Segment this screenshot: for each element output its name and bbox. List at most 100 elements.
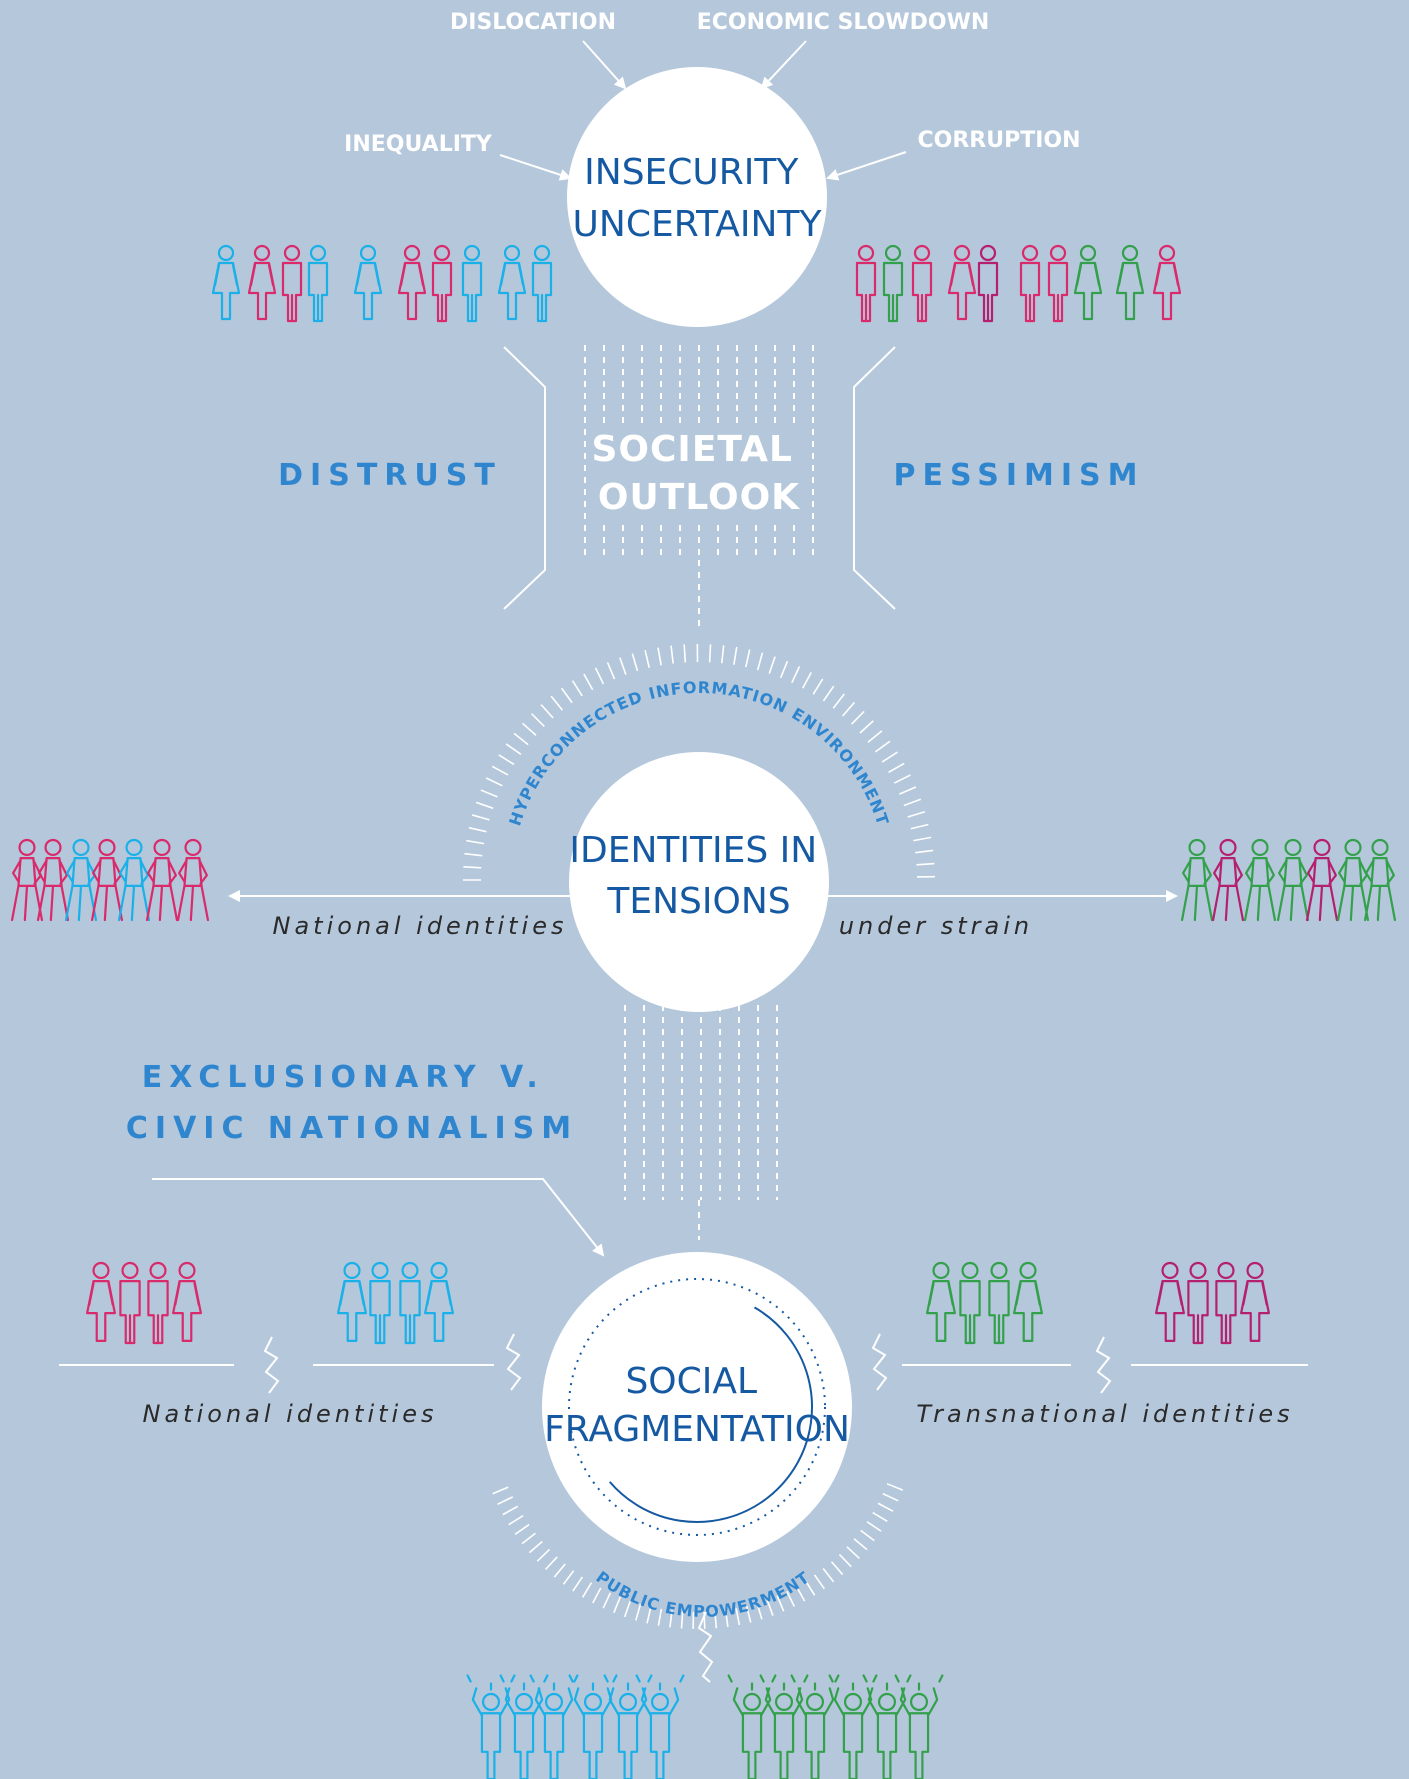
person-icon [568, 1674, 618, 1779]
tick-mark [756, 652, 764, 671]
person-icon [911, 244, 933, 323]
hyperconnected-arc-ticks [463, 644, 935, 881]
tick-mark [745, 649, 751, 668]
tick-mark [550, 695, 564, 711]
tick-mark [813, 1574, 825, 1590]
tick-mark [735, 1608, 741, 1626]
tick-mark [613, 1596, 621, 1614]
tick-mark [553, 1563, 566, 1578]
tick-mark [623, 1600, 632, 1618]
tick-mark [545, 1556, 558, 1570]
fragmentation-left-caption: National identities [143, 1400, 438, 1428]
empowered-divider [697, 1611, 714, 1683]
tick-mark [850, 710, 865, 725]
tensions-right-caption: under strain [839, 912, 1033, 940]
person-icon [1305, 838, 1339, 922]
outlook-brackets [503, 346, 896, 610]
person-icon [466, 1674, 516, 1779]
person-icon [353, 244, 383, 321]
person-icon [894, 1674, 944, 1779]
tick-mark [795, 1585, 806, 1602]
tick-mark [540, 704, 554, 719]
tick-mark [832, 693, 845, 709]
fragmentation-dashes [624, 1005, 778, 1240]
tick-mark [822, 1568, 835, 1583]
crowd-national-1 [86, 1261, 202, 1345]
fragmentation-line-1: SOCIAL [625, 1361, 757, 1402]
person-icon [497, 244, 527, 321]
tick-mark [804, 1580, 816, 1596]
tick-mark [733, 646, 738, 665]
empowerment-arc-ticks [492, 1483, 904, 1629]
person-icon [1152, 244, 1182, 321]
tick-mark [592, 1587, 602, 1604]
person-icon [855, 244, 877, 323]
tick-mark [882, 1492, 899, 1502]
driver-inequality: INEQUALITY [344, 132, 493, 157]
outlook-line-2: OUTLOOK [598, 477, 800, 518]
person-icon [397, 244, 427, 321]
tick-mark [907, 811, 926, 818]
person-icon [1336, 838, 1370, 922]
tick-mark [860, 1529, 875, 1542]
identities-node [569, 752, 829, 1012]
tick-mark [468, 826, 487, 833]
tick-mark [915, 849, 934, 854]
pessimism-label: PESSIMISM [894, 458, 1145, 493]
tick-mark [475, 801, 494, 810]
tick-mark [657, 1608, 663, 1626]
crowd-right-top [855, 244, 1182, 323]
person-icon [247, 244, 277, 321]
tick-mark [631, 653, 639, 672]
tick-mark [644, 650, 650, 668]
person-icon [977, 244, 999, 323]
tick-mark [683, 644, 687, 663]
tick-mark [913, 836, 932, 842]
tick-mark [910, 823, 929, 830]
tick-mark [881, 751, 898, 763]
person-icon [337, 1261, 367, 1342]
person-icon [281, 244, 303, 323]
nationalism-line-1: EXCLUSIONARY V. [142, 1060, 545, 1095]
crowd-left-top [211, 244, 553, 323]
tick-mark [779, 660, 789, 679]
nationalism-label: EXCLUSIONARY V. CIVIC NATIONALISM [126, 1060, 578, 1146]
person-icon [211, 244, 241, 321]
tick-mark [766, 1599, 774, 1616]
person-icon [176, 838, 210, 922]
tick-mark [867, 730, 883, 743]
tick-mark [812, 678, 824, 695]
person-icon [1019, 244, 1041, 323]
person-icon [431, 244, 453, 323]
person-icon [1073, 244, 1103, 321]
tick-mark [466, 839, 485, 845]
person-icon [119, 1261, 141, 1345]
fragmentation-baselines [59, 1333, 1308, 1394]
tick-mark [786, 1590, 796, 1607]
person-icon [1363, 838, 1397, 922]
tick-mark [619, 657, 627, 675]
driver-arrows [499, 40, 907, 181]
tick-mark [877, 1502, 894, 1512]
tick-mark [859, 720, 874, 734]
tick-mark [562, 1570, 575, 1585]
tick-mark [498, 754, 515, 766]
tick-mark [635, 1603, 642, 1621]
tensions-left-caption: National identities [273, 912, 568, 940]
insecurity-line-2: UNCERTAINTY [573, 204, 823, 245]
crowd-transnational-1 [926, 1261, 1043, 1345]
person-icon [86, 1261, 116, 1342]
fragmentation-right-caption: Transnational identities [916, 1400, 1293, 1428]
tick-mark [571, 680, 583, 697]
tick-mark [822, 685, 835, 702]
driver-corruption: CORRUPTION [917, 128, 1080, 153]
tick-mark [853, 1538, 868, 1551]
tick-mark [841, 701, 856, 717]
tick-mark [893, 774, 911, 784]
person-icon [1013, 1261, 1043, 1342]
outlook-title: SOCIETAL OUTLOOK [591, 429, 806, 518]
tick-mark [463, 866, 482, 869]
person-icon [790, 1674, 840, 1779]
tick-mark [508, 1514, 524, 1526]
tick-mark [846, 1546, 860, 1559]
